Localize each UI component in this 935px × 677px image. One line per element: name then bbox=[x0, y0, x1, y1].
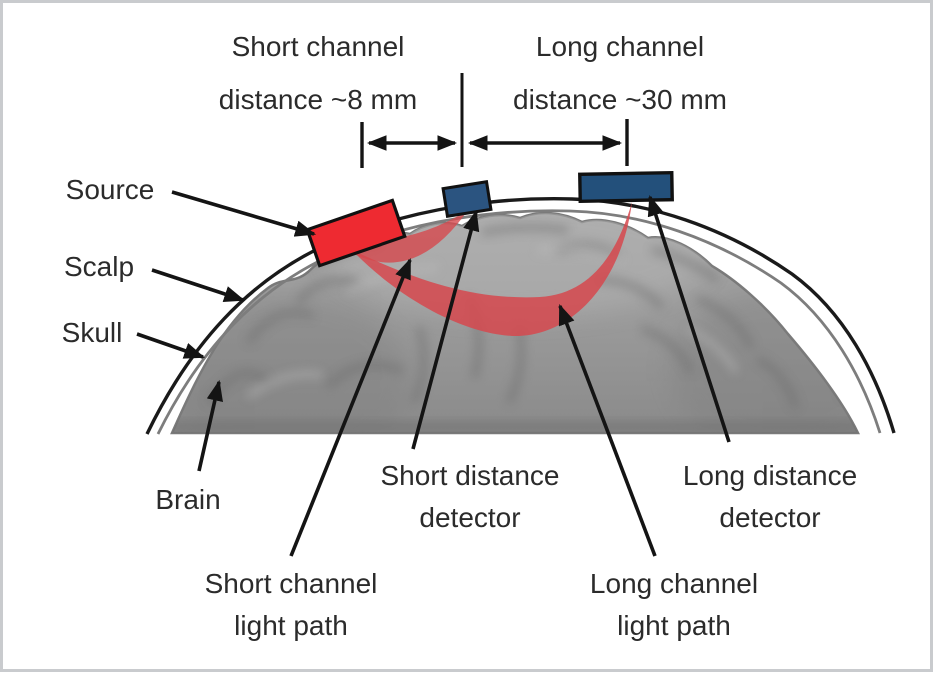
brain-label: Brain bbox=[155, 484, 221, 515]
source-arrow bbox=[171, 190, 317, 237]
short-channel-light-path-label: Short channel light path bbox=[205, 563, 378, 647]
long-detector-rect bbox=[578, 170, 674, 204]
long-detector-line1: Long distance bbox=[682, 460, 858, 491]
long-detector-arrow bbox=[647, 194, 731, 443]
short-light-path-arrow bbox=[289, 257, 412, 557]
short-detector-line2: detector bbox=[419, 502, 521, 533]
short-channel-distance-label: Short channel distance ~8 mm bbox=[219, 20, 417, 126]
short-detector-arrow bbox=[411, 209, 480, 450]
long-channel-light-path-label: Long channel light path bbox=[590, 563, 758, 647]
brain-arrow bbox=[197, 379, 223, 472]
long-distance-detector-label: Long distance detector bbox=[683, 455, 857, 539]
short-path-line2: light path bbox=[234, 610, 348, 641]
short-distance-detector-label: Short distance detector bbox=[381, 455, 560, 539]
skull-arrow bbox=[136, 332, 206, 359]
skull-label: Skull bbox=[61, 317, 123, 348]
long-channel-light-path bbox=[352, 202, 632, 337]
short-detector-rect bbox=[441, 180, 493, 218]
short-path-line1: Short channel bbox=[204, 568, 378, 599]
long-channel-distance-line2: distance ~30 mm bbox=[513, 84, 727, 115]
long-light-path-arrow bbox=[558, 303, 657, 557]
long-channel-distance-line1: Long channel bbox=[535, 31, 705, 62]
scalp-arrow bbox=[151, 268, 246, 303]
short-channel-distance-line2: distance ~8 mm bbox=[218, 84, 418, 115]
source-label: Source bbox=[65, 174, 155, 205]
skull-line bbox=[156, 209, 882, 435]
long-detector-line2: detector bbox=[719, 502, 821, 533]
short-channel-distance-line1: Short channel bbox=[231, 31, 405, 62]
long-path-line2: light path bbox=[617, 610, 731, 641]
scalp-label: Scalp bbox=[63, 251, 135, 282]
scalp-line bbox=[145, 197, 896, 435]
long-path-line1: Long channel bbox=[589, 568, 759, 599]
brain-illustration bbox=[170, 211, 860, 435]
short-detector-line1: Short distance bbox=[380, 460, 560, 491]
source-rect bbox=[305, 198, 407, 268]
long-channel-distance-label: Long channel distance ~30 mm bbox=[513, 20, 727, 126]
